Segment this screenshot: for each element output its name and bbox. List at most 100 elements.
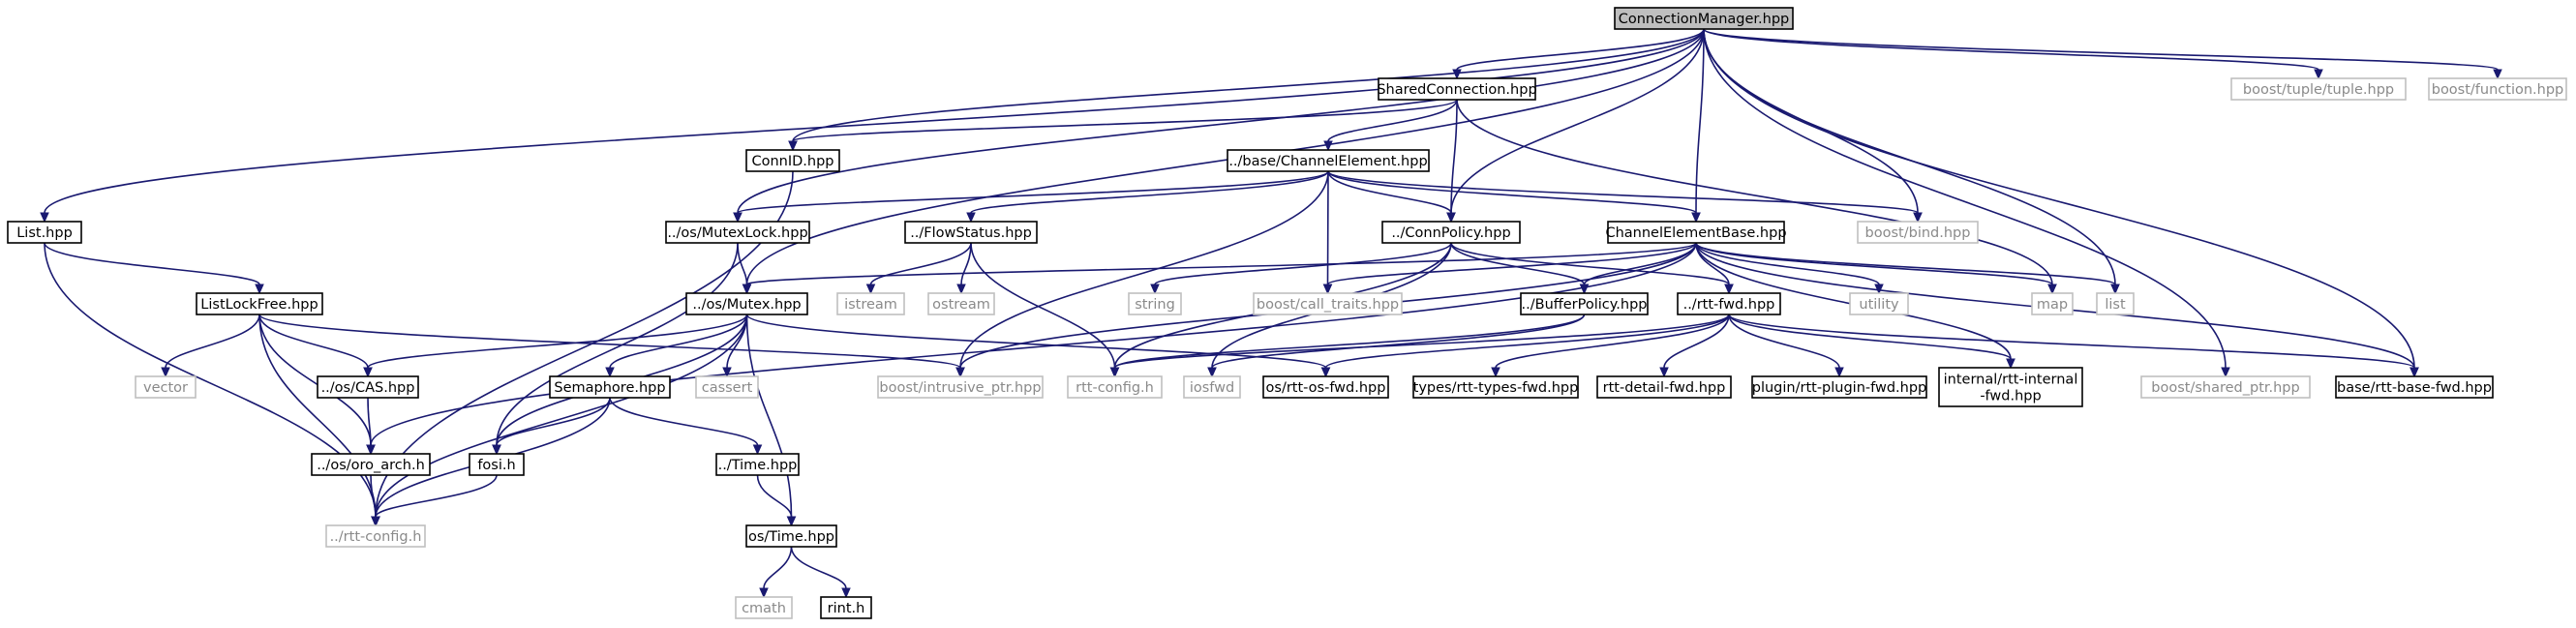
edge-line [1703, 28, 2499, 71]
node-box [1607, 221, 1785, 244]
node-iosfwd: iosfwd [1183, 375, 1241, 399]
edge-channel-element-base-to-mutex [742, 242, 1697, 295]
edge-line [1154, 242, 1452, 285]
node-istream: istream [836, 292, 905, 315]
arrowhead [788, 140, 798, 152]
node-connection-manager[interactable]: ConnectionManager.hpp [1614, 7, 1794, 30]
node-label: boost/function.hpp [2432, 82, 2564, 98]
edge-line [1728, 314, 1840, 369]
edge-line [1113, 314, 1586, 369]
node-label: ../os/CAS.hpp [321, 380, 415, 396]
edge-line [44, 28, 1705, 214]
node-label: boost/bind.hpp [1865, 225, 1971, 241]
node-types-fwd[interactable]: types/rtt-types-fwd.hpp [1412, 375, 1579, 399]
edge-line [375, 474, 498, 518]
node-box [1227, 149, 1430, 172]
node-time-hpp[interactable]: ../Time.hpp [715, 453, 800, 476]
node-fosi[interactable]: fosi.h [469, 453, 525, 476]
edge-line [1703, 28, 2319, 71]
node-bufferpolicy[interactable]: ../BufferPolicy.hpp [1520, 292, 1649, 315]
edge-line [1663, 314, 1730, 369]
arrowhead [1452, 69, 1462, 80]
node-boost-tuple: boost/tuple/tuple.hpp [2230, 77, 2407, 101]
node-connid[interactable]: ConnID.hpp [745, 149, 840, 172]
node-cas[interactable]: ../os/CAS.hpp [317, 375, 419, 399]
node-channel-element-base[interactable]: ChannelElementBase.hpp [1605, 221, 1787, 244]
edge-connpolicy-to-bufferpolicy [1450, 242, 1590, 295]
node-base-fwd[interactable]: base/rtt-base-fwd.hpp [2335, 375, 2494, 399]
edge-line [1495, 314, 1730, 369]
edge-connection-manager-to-mutex [742, 28, 1705, 295]
edge-rtt-fwd-to-types-fwd [1491, 314, 1730, 378]
edge-line [370, 474, 377, 518]
edge-connection-manager-to-boost-tuple [1703, 28, 2323, 80]
node-shared-connection[interactable]: SharedConnection.hpp [1377, 77, 1537, 101]
arrowhead [956, 284, 966, 295]
node-box [1938, 367, 2083, 407]
node-channel-element[interactable]: ../base/ChannelElement.hpp [1227, 149, 1430, 172]
node-mutexlock[interactable]: ../os/MutexLock.hpp [665, 221, 810, 244]
edge-time-hpp-to-os-time [756, 474, 797, 527]
arrowhead [2006, 358, 2015, 370]
node-rint[interactable]: rint.h [820, 596, 872, 619]
node-detail-fwd[interactable]: rtt-detail-fwd.hpp [1596, 375, 1732, 399]
edge-line [1211, 314, 1586, 369]
edge-line [1326, 170, 1329, 285]
edge-flowstatus-to-istream [865, 242, 972, 295]
edge-line [960, 242, 972, 285]
node-label: boost/shared_ptr.hpp [2151, 380, 2299, 396]
edge-list-hpp-to-listlockfree [44, 242, 264, 295]
edge-line [44, 242, 260, 285]
node-os-time[interactable]: os/Time.hpp [745, 524, 837, 548]
edge-line [763, 546, 793, 589]
node-box [1751, 375, 1927, 399]
edge-flowstatus-to-ostream [956, 242, 972, 295]
node-label: -fwd.hpp [1980, 389, 2041, 404]
node-boost-function: boost/function.hpp [2428, 77, 2567, 101]
edge-mutex-to-os-fwd [745, 314, 1331, 378]
node-flowstatus[interactable]: ../FlowStatus.hpp [904, 221, 1038, 244]
edge-line [1327, 170, 1919, 214]
edge-line [1456, 28, 1705, 71]
node-box [1677, 292, 1781, 315]
arrowhead [966, 212, 976, 224]
edge-channel-element-to-flowstatus [966, 170, 1329, 224]
node-plugin-fwd[interactable]: plugin/rtt-plugin-fwd.hpp [1751, 375, 1927, 399]
node-mutex[interactable]: ../os/Mutex.hpp [685, 292, 808, 315]
node-internal-fwd[interactable]: internal/rtt-internal-fwd.hpp [1938, 367, 2083, 407]
arrowhead [363, 367, 373, 378]
node-listlockfree[interactable]: ListLockFree.hpp [196, 292, 323, 315]
edge-line [1703, 28, 2116, 285]
edge-line [1327, 170, 1452, 214]
node-cassert: cassert [695, 375, 759, 399]
node-connpolicy[interactable]: ../ConnPolicy.hpp [1381, 221, 1521, 244]
arrowhead [742, 284, 752, 295]
node-list-hpp[interactable]: List.hpp [7, 221, 82, 244]
node-label: List.hpp [16, 225, 73, 241]
arrowhead [2047, 284, 2057, 295]
node-label: boost/tuple/tuple.hpp [2243, 82, 2394, 98]
arrowhead [1207, 367, 1217, 378]
node-label: ListLockFree.hpp [200, 297, 318, 313]
edge-line [1703, 28, 2227, 369]
node-semaphore[interactable]: Semaphore.hpp [549, 375, 671, 399]
edge-rtt-fwd-to-internal-fwd [1728, 314, 2015, 370]
edge-line [1695, 242, 2116, 285]
node-box [549, 375, 671, 399]
edge-line [756, 474, 793, 518]
edge-listlockfree-to-vector [161, 314, 260, 378]
arrowhead [955, 367, 965, 378]
node-label: ../os/MutexLock.hpp [667, 225, 807, 241]
edge-line [1728, 314, 2012, 360]
edge-line [1703, 28, 2415, 369]
node-oro-arch[interactable]: ../os/oro_arch.h [311, 453, 431, 476]
arrowhead [255, 284, 264, 295]
node-rtt-fwd[interactable]: ../rtt-fwd.hpp [1677, 292, 1781, 315]
node-os-fwd[interactable]: os/rtt-os-fwd.hpp [1262, 375, 1389, 399]
node-box [2140, 375, 2311, 399]
node-box [2428, 77, 2567, 101]
node-label: types/rtt-types-fwd.hpp [1413, 380, 1579, 396]
arrowhead [1446, 212, 1456, 224]
node-ostream: ostream [927, 292, 995, 315]
node-box [745, 524, 837, 548]
